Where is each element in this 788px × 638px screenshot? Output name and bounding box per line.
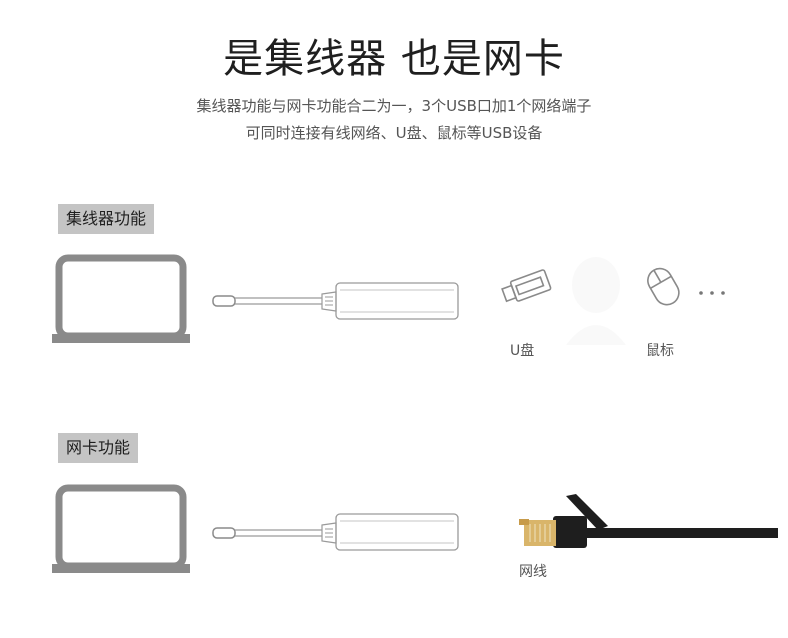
nic-function-label: 网卡功能 (58, 433, 139, 463)
subtitle-line-1: 集线器功能与网卡功能合二为一，3个USB口加1个网络端子 (196, 97, 592, 115)
more-devices-icon (699, 291, 725, 295)
person-silhouette (566, 257, 626, 345)
subtitle-line-2: 可同时连接有线网络、U盘、鼠标等USB设备 (245, 124, 543, 142)
usb-drive-caption: U盘 (510, 343, 535, 359)
ethernet-caption: 网线 (519, 564, 547, 580)
usb-drive-icon (501, 269, 552, 303)
usb-c-nic-adapter (212, 513, 459, 551)
usb-c-hub-adapter (212, 282, 459, 320)
laptop-icon (52, 254, 190, 343)
page-title: 是集线器 也是网卡 (223, 36, 565, 82)
mouse-icon (647, 267, 680, 306)
ethernet-cable-icon (519, 494, 778, 548)
hub-function-label: 集线器功能 (58, 204, 155, 234)
mouse-caption: 鼠标 (646, 343, 674, 359)
laptop-icon-2 (52, 484, 190, 573)
